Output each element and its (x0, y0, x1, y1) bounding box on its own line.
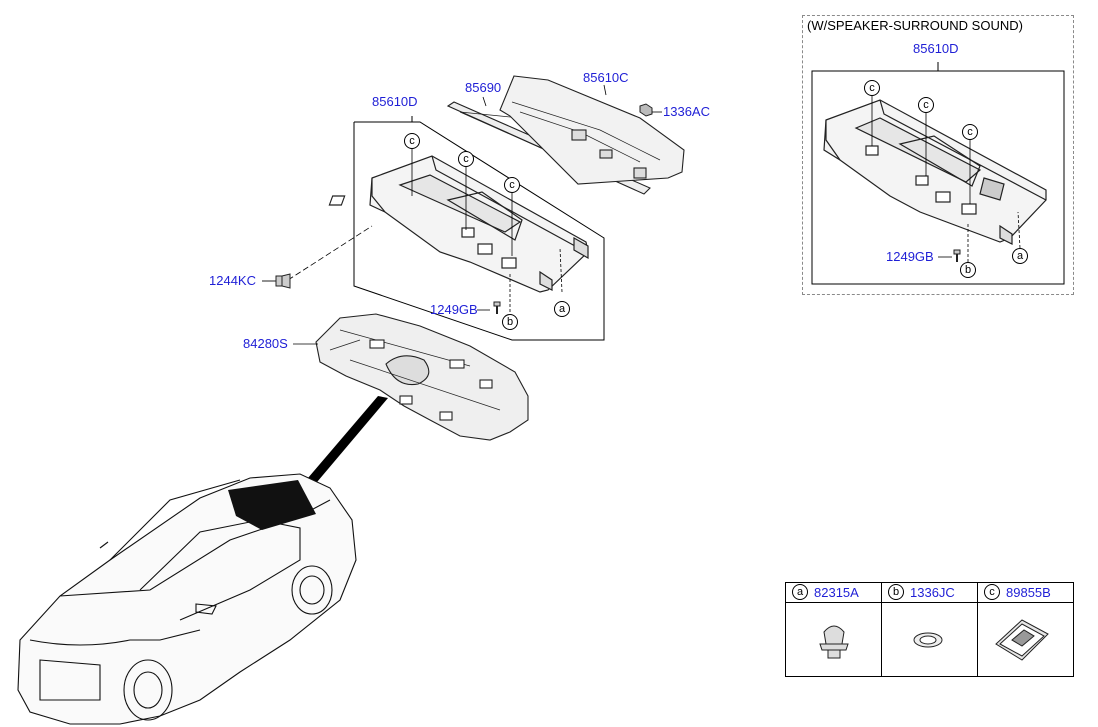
callout-c: c (864, 80, 880, 96)
label-85610c: 85610C (583, 70, 629, 85)
legend-icon-1336jc (913, 632, 943, 648)
callout-c: c (918, 97, 934, 113)
legend-letter: a (792, 584, 808, 600)
label-84280s: 84280S (243, 336, 288, 351)
callout-c: c (504, 177, 520, 193)
callout-a: a (554, 301, 570, 317)
car-illustration (17, 473, 357, 725)
callout-a: a (1012, 248, 1028, 264)
nut-1336ac (639, 103, 653, 117)
callout-c: c (458, 151, 474, 167)
screw-1249gb (493, 301, 501, 314)
label-1244kc: 1244KC (209, 273, 256, 288)
legend-letter: c (984, 584, 1000, 600)
legend-header: b 1336JC (882, 583, 977, 603)
label-1249gb-variant: 1249GB (886, 249, 934, 264)
screw-1249gb-variant (953, 249, 961, 262)
variant-outer-frame (802, 15, 1074, 295)
cover-85610c (499, 75, 685, 185)
callout-c: c (962, 124, 978, 140)
legend-cell-b: b 1336JC (882, 583, 978, 676)
legend-icon-82315a (819, 625, 849, 659)
label-85690: 85690 (465, 80, 502, 95)
callout-c: c (404, 133, 420, 149)
callout-b: b (960, 262, 976, 278)
label-85610d-variant: 85610D (913, 41, 959, 56)
legend-part-code: 1336JC (910, 585, 955, 600)
label-1336ac: 1336AC (663, 104, 710, 119)
variant-title: (W/SPEAKER-SURROUND SOUND) (807, 18, 1023, 33)
legend-table: a 82315A b 1336JC c 89855B (785, 582, 1074, 677)
package-tray-main (328, 155, 589, 293)
legend-icon-89855b (995, 619, 1049, 661)
assembly-frame (353, 121, 605, 341)
legend-letter: b (888, 584, 904, 600)
legend-cell-c: c 89855B (978, 583, 1073, 676)
location-pointer (296, 396, 388, 492)
legend-part-code: 89855B (1006, 585, 1051, 600)
label-85610d: 85610D (372, 94, 418, 109)
legend-part-code: 82315A (814, 585, 859, 600)
trim-84280s (315, 313, 529, 441)
car-rear-tray-highlight (228, 480, 316, 530)
legend-header: a 82315A (786, 583, 881, 603)
callout-b: b (502, 314, 518, 330)
label-1249gb: 1249GB (430, 302, 478, 317)
legend-picture (882, 603, 977, 676)
legend-picture (786, 603, 881, 676)
legend-picture (978, 603, 1073, 676)
legend-cell-a: a 82315A (786, 583, 882, 676)
legend-header: c 89855B (978, 583, 1073, 603)
clip-1244kc (262, 273, 291, 289)
